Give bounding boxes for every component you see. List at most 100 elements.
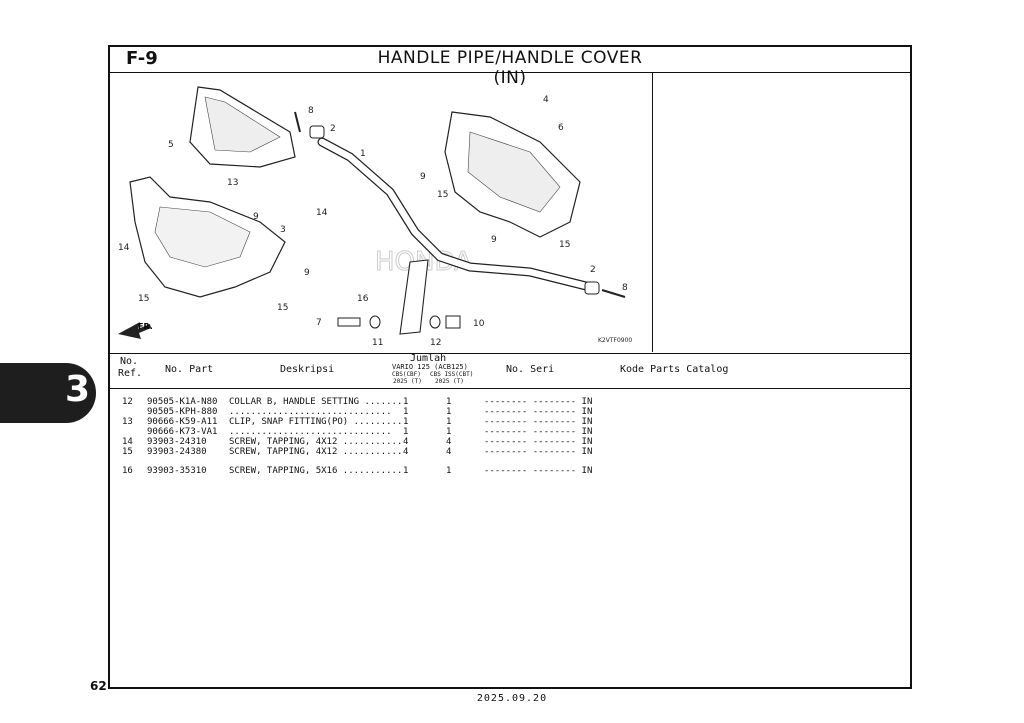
callout-2b: 2: [590, 265, 596, 275]
callout-12: 12: [430, 338, 441, 348]
row-ref: 12: [122, 397, 133, 407]
row-qty-b: 1: [446, 407, 452, 417]
handle-pipe-inner: [318, 138, 594, 291]
row-serial: -------- -------- IN: [484, 417, 593, 427]
callout-13: 13: [227, 178, 238, 188]
callout-10: 10: [473, 319, 485, 329]
row-ref: 16: [122, 466, 133, 476]
table-row: 90666-K73-VA1 ..........................…: [110, 427, 910, 437]
page-title: HANDLE PIPE/HANDLE COVER (IN): [377, 48, 643, 88]
chapter-tab: 3: [0, 363, 96, 423]
header-model: VARIO 125 (ACB125): [392, 363, 468, 371]
front-marker-label: FR.: [138, 322, 153, 331]
row-part-number: 90666-K59-A11: [147, 417, 218, 427]
callout-15d: 15: [277, 303, 288, 313]
upper-cover-detail: [204, 96, 281, 153]
collar-12: [429, 315, 441, 329]
table-row: 16 93903-35310 SCREW, TAPPING, 5X16 ....…: [110, 466, 910, 476]
header-catalog-code: Kode Parts Catalog: [620, 364, 729, 375]
table-row: 13 90666-K59-A11 CLIP, SNAP FITTING(PO) …: [110, 417, 910, 427]
header-serial: No. Seri: [506, 364, 555, 375]
callout-9a: 9: [253, 212, 259, 222]
screw-8-left: [294, 111, 301, 133]
callout-labels: 1 2 2 3 4 5 6 7 8 8 9 9 9 9 10 11 12 13 …: [118, 95, 628, 348]
rear-cover-inner: [467, 131, 561, 213]
catalog-page-frame: F-9 HANDLE PIPE/HANDLE COVER (IN) HONDA: [108, 45, 912, 689]
front-arrow-icon: [118, 322, 151, 339]
header-col-b: CBS ISS(CBT): [430, 371, 474, 378]
row-ref: 14: [122, 437, 133, 447]
row-description: CLIP, SNAP FITTING(PO) .........: [229, 417, 403, 427]
nut-10: [445, 315, 461, 329]
callout-6: 6: [558, 123, 564, 133]
row-part-number: 93903-24310: [147, 437, 207, 447]
callout-3: 3: [280, 225, 286, 235]
row-qty-a: 1: [403, 417, 409, 427]
row-part-number: 93903-24380: [147, 447, 207, 457]
header-col-a: CBS(CBF): [392, 371, 421, 378]
bolt-7: [337, 317, 361, 327]
table-row: 15 93903-24380 SCREW, TAPPING, 4X12 ....…: [110, 447, 910, 457]
row-description: SCREW, TAPPING, 4X12 ...........: [229, 437, 403, 447]
row-qty-a: 1: [403, 407, 409, 417]
section-code: F-9: [126, 48, 158, 69]
row-qty-a: 4: [403, 447, 409, 457]
row-qty-b: 1: [446, 397, 452, 407]
callout-9d: 9: [491, 235, 497, 245]
row-serial: -------- -------- IN: [484, 397, 593, 407]
header-part-number: No. Part: [165, 364, 214, 375]
row-qty-b: 4: [446, 447, 452, 457]
row-qty-a: 1: [403, 427, 409, 437]
row-part-number: 90505-KPH-880: [147, 407, 218, 417]
callout-8b: 8: [622, 283, 628, 293]
screw-8-right: [601, 289, 626, 298]
callout-4: 4: [543, 95, 549, 105]
header-ref-line2: Ref.: [118, 368, 143, 379]
row-qty-a: 1: [403, 397, 409, 407]
print-date: 2025.09.20: [476, 693, 548, 704]
exploded-parts-diagram: HONDA FR.: [110, 72, 653, 352]
row-serial: -------- -------- IN: [484, 447, 593, 457]
callout-8: 8: [308, 106, 314, 116]
header-quantity: Jumlah: [410, 353, 447, 364]
figure-code: K2VTF0900: [598, 337, 632, 344]
callout-15a: 15: [437, 190, 448, 200]
grip-end-2-left: [309, 125, 325, 139]
row-part-number: 90666-K73-VA1: [147, 427, 218, 437]
callout-11: 11: [372, 338, 383, 348]
callout-7: 7: [316, 318, 322, 328]
parts-illustration: HONDA FR.: [118, 86, 632, 348]
callout-14b: 14: [118, 243, 130, 253]
row-qty-b: 1: [446, 417, 452, 427]
grip-end-2-right: [584, 281, 600, 295]
row-part-number: 90505-K1A-N80: [147, 397, 218, 407]
chapter-number: 3: [64, 369, 90, 410]
row-description: SCREW, TAPPING, 5X16 ...........: [229, 466, 403, 476]
callout-2: 2: [330, 124, 336, 134]
row-description: SCREW, TAPPING, 4X12 ...........: [229, 447, 403, 457]
row-serial: -------- -------- IN: [484, 437, 593, 447]
row-description: ..............................: [229, 427, 392, 437]
callout-15c: 15: [138, 294, 149, 304]
row-qty-b: 1: [446, 427, 452, 437]
row-qty-b: 4: [446, 437, 452, 447]
page-number: 62: [90, 679, 107, 693]
callout-14a: 14: [316, 208, 328, 218]
callout-5: 5: [168, 140, 174, 150]
table-row: 90505-KPH-880 ..........................…: [110, 407, 910, 417]
row-part-number: 93903-35310: [147, 466, 207, 476]
row-qty-a: 1: [403, 466, 409, 476]
row-qty-b: 1: [446, 466, 452, 476]
collar-11: [369, 315, 381, 329]
header-col-b-year: 2025 (T): [435, 378, 464, 385]
row-ref: 13: [122, 417, 133, 427]
callout-15b: 15: [559, 240, 570, 250]
header-col-a-year: 2025 (T): [393, 378, 422, 385]
callout-9b: 9: [304, 268, 310, 278]
table-row: 14 93903-24310 SCREW, TAPPING, 4X12 ....…: [110, 437, 910, 447]
callout-9c: 9: [420, 172, 426, 182]
header-ref-line1: No.: [120, 356, 139, 367]
handle-stem: [399, 259, 429, 335]
row-serial: -------- -------- IN: [484, 407, 593, 417]
callout-16: 16: [357, 294, 369, 304]
